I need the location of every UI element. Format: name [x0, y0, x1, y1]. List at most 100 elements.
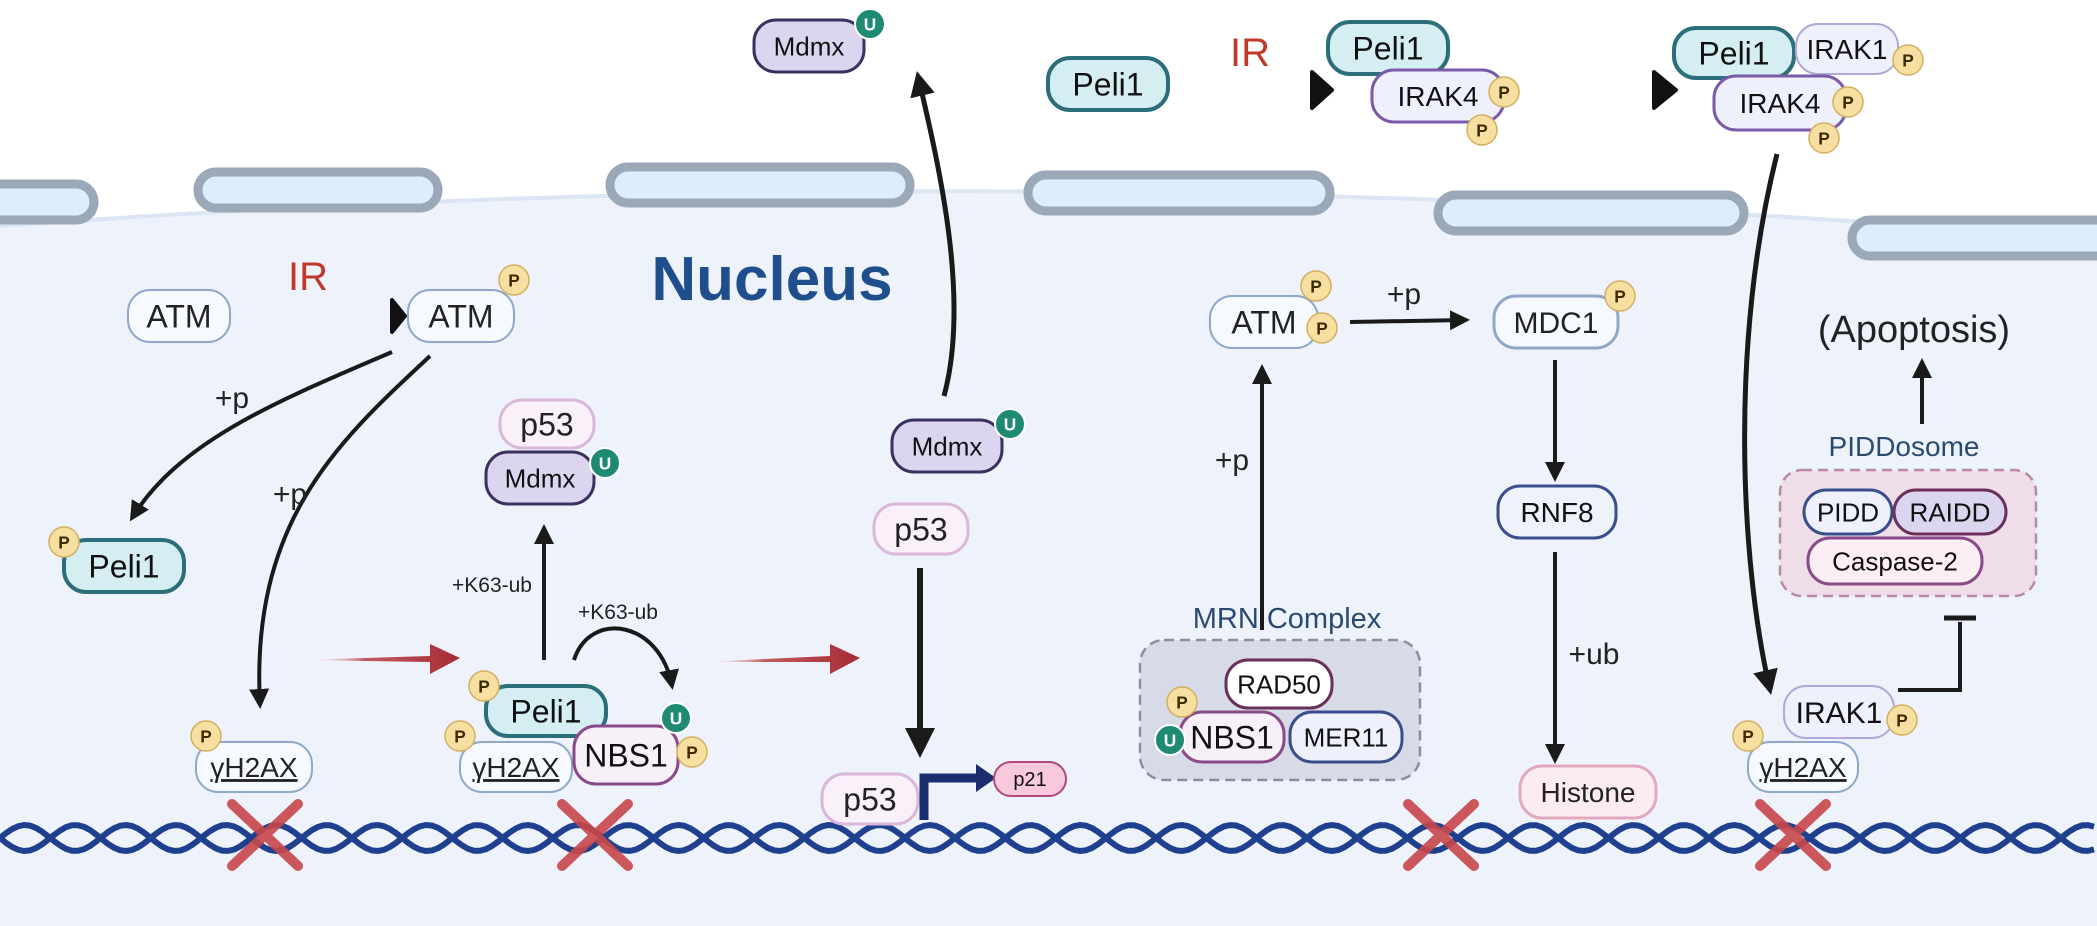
nbs1-mrn-ubiq-badge-label: U [1164, 730, 1176, 750]
mdmx-node-top: Mdmx [752, 18, 866, 74]
rnf8-node: RNF8 [1496, 484, 1618, 540]
gamma-h2ax-node-right-label: γH2AX [1759, 752, 1846, 783]
irak1-node-label: IRAK1 [1796, 697, 1883, 730]
atm-unphosphorylated: ATM [127, 289, 231, 343]
peli1-phosphorylated: Peli1 [62, 538, 186, 594]
gamma-h2ax-phospho-badge: P [190, 720, 222, 752]
plus-p-label-h2ax: +p [273, 478, 307, 511]
plus-p-label-mrn: +p [1215, 444, 1249, 477]
atm-unphosphorylated-label: ATM [146, 299, 211, 335]
rnf8-node-label: RNF8 [1520, 497, 1593, 528]
nbs1-node-complex-label: NBS1 [584, 738, 668, 774]
arrows [129, 70, 1976, 764]
peli1-node-top: Peli1 [1046, 56, 1170, 112]
nbs1-mrn-phospho-badge: P [1166, 686, 1198, 718]
caspase2-node: Caspase-2 [1806, 536, 1984, 586]
peli1-phosphorylated-label: Peli1 [88, 549, 159, 585]
k63-ub-label-nbs1: +K63-ub [578, 601, 658, 624]
caspase2-node-label: Caspase-2 [1832, 546, 1958, 576]
mdmx-node-mid: Mdmx [890, 418, 1004, 474]
gamma-h2ax-complex-phospho-badge: P [444, 720, 476, 752]
irak1-node-top-label: IRAK1 [1807, 34, 1888, 65]
rad50-node: RAD50 [1224, 658, 1334, 710]
gamma-h2ax-phospho-badge-label: P [200, 726, 212, 746]
mer11-node: MER11 [1288, 710, 1404, 764]
peli1-node-top-right-label: Peli1 [1698, 36, 1769, 72]
histone-node: Histone [1518, 764, 1658, 820]
mdc1-node-label: MDC1 [1513, 307, 1598, 340]
mdc1-phospho-badge-label: P [1614, 286, 1626, 306]
nbs1-node-mrn: NBS1 [1178, 710, 1286, 764]
atm-phosphorylated: ATM [407, 289, 515, 343]
peli1-phospho-badge-label: P [58, 532, 70, 552]
irak1-phospho-badge-label: P [1896, 710, 1908, 730]
dna-damage-cross [1403, 799, 1479, 871]
ir-label-top: IR [1230, 31, 1270, 75]
irak1-node-top: IRAK1 [1795, 23, 1899, 75]
dna-damage-cross [557, 799, 633, 871]
raidd-node-label: RAIDD [1910, 497, 1991, 527]
atm-phosphorylated-label: ATM [428, 299, 493, 335]
gamma-h2ax-node-complex: γH2AX [459, 741, 573, 793]
plus-p-label-mdc1: +p [1387, 278, 1421, 311]
atm-mrn-phospho-badge-1: P [1300, 270, 1332, 302]
nucleus-title: Nucleus [651, 245, 892, 314]
histone-node-label: Histone [1541, 777, 1636, 808]
irak4-right-phospho-badge-2: P [1808, 122, 1840, 154]
mdmx-ubiq-badge-top-label: U [864, 14, 876, 34]
p21-node-label: p21 [1013, 769, 1046, 791]
p53-node-mid-label: p53 [894, 512, 947, 548]
irak4-phospho-badge-2-label: P [1476, 120, 1488, 140]
peli1-complex-phospho-badge: P [468, 670, 500, 702]
rad50-node-label: RAD50 [1237, 669, 1321, 699]
mdmx-node-top-label: Mdmx [774, 31, 845, 61]
gamma-h2ax-node-complex-label: γH2AX [472, 752, 559, 783]
dna-damage-marks [227, 799, 1831, 871]
atm-mrn-phospho-badge-2-label: P [1316, 318, 1328, 338]
plus-ub-label: +ub [1569, 638, 1620, 671]
peli1-complex-phospho-badge-label: P [478, 676, 490, 696]
nbs1-node-complex: NBS1 [572, 724, 680, 786]
k63-ub-label-up: +K63-ub [452, 574, 532, 597]
nbs1-ubiq-badge-label: U [670, 708, 682, 728]
nbs1-phospho-badge: P [676, 736, 708, 768]
dna-damage-cross [227, 799, 303, 871]
peli1-phospho-badge: P [48, 526, 80, 558]
irak4-node-top: IRAK4 [1370, 68, 1506, 124]
p53-node-dna: p53 [820, 772, 920, 826]
mdmx-ubiq-badge-mid: U [994, 408, 1026, 440]
peli1-node-top-label: Peli1 [1072, 67, 1143, 103]
nuclear-envelope [0, 162, 2097, 261]
apoptosis-label: (Apoptosis) [1818, 309, 2010, 351]
pidd-node: PIDD [1802, 488, 1894, 536]
gamma-h2ax-node-label: γH2AX [210, 752, 297, 783]
irak4-phospho-badge-1-label: P [1498, 82, 1510, 102]
peli1-node-top-complex-label: Peli1 [1352, 31, 1423, 67]
mdmx-node-mid-label: Mdmx [912, 431, 983, 461]
plus-p-label-peli1: +p [215, 382, 249, 415]
p53-node-mid: p53 [872, 502, 970, 556]
irak1-top-phospho-badge: P [1892, 44, 1924, 76]
peli1-node-top-complex: Peli1 [1326, 20, 1450, 76]
p21-node: p21 [993, 761, 1067, 797]
irak1-top-phospho-badge-label: P [1902, 50, 1914, 70]
raidd-node: RAIDD [1892, 488, 2008, 536]
irak4-node-top-right: IRAK4 [1712, 74, 1848, 132]
irak4-node-top-label: IRAK4 [1398, 81, 1479, 112]
atm-phospho-badge: P [498, 264, 530, 296]
irak4-phospho-badge-2: P [1466, 114, 1498, 146]
p53-node-dna-label: p53 [843, 782, 896, 818]
mdmx-node-complex-label: Mdmx [505, 463, 576, 493]
atm-mrn-phospho-badge-2: P [1306, 312, 1338, 344]
irak1-node: IRAK1 [1783, 685, 1895, 739]
atm-node-mrn-label: ATM [1231, 305, 1296, 341]
gamma-h2ax-node: γH2AX [195, 741, 313, 793]
piddosome-label: PIDDosome [1829, 431, 1980, 462]
nbs1-phospho-badge-label: P [686, 742, 698, 762]
pidd-node-label: PIDD [1817, 497, 1879, 527]
atm-node-mrn: ATM [1209, 295, 1319, 349]
peli1-node-complex: Peli1 [484, 684, 608, 738]
peli1-node-top-right: Peli1 [1672, 26, 1796, 80]
